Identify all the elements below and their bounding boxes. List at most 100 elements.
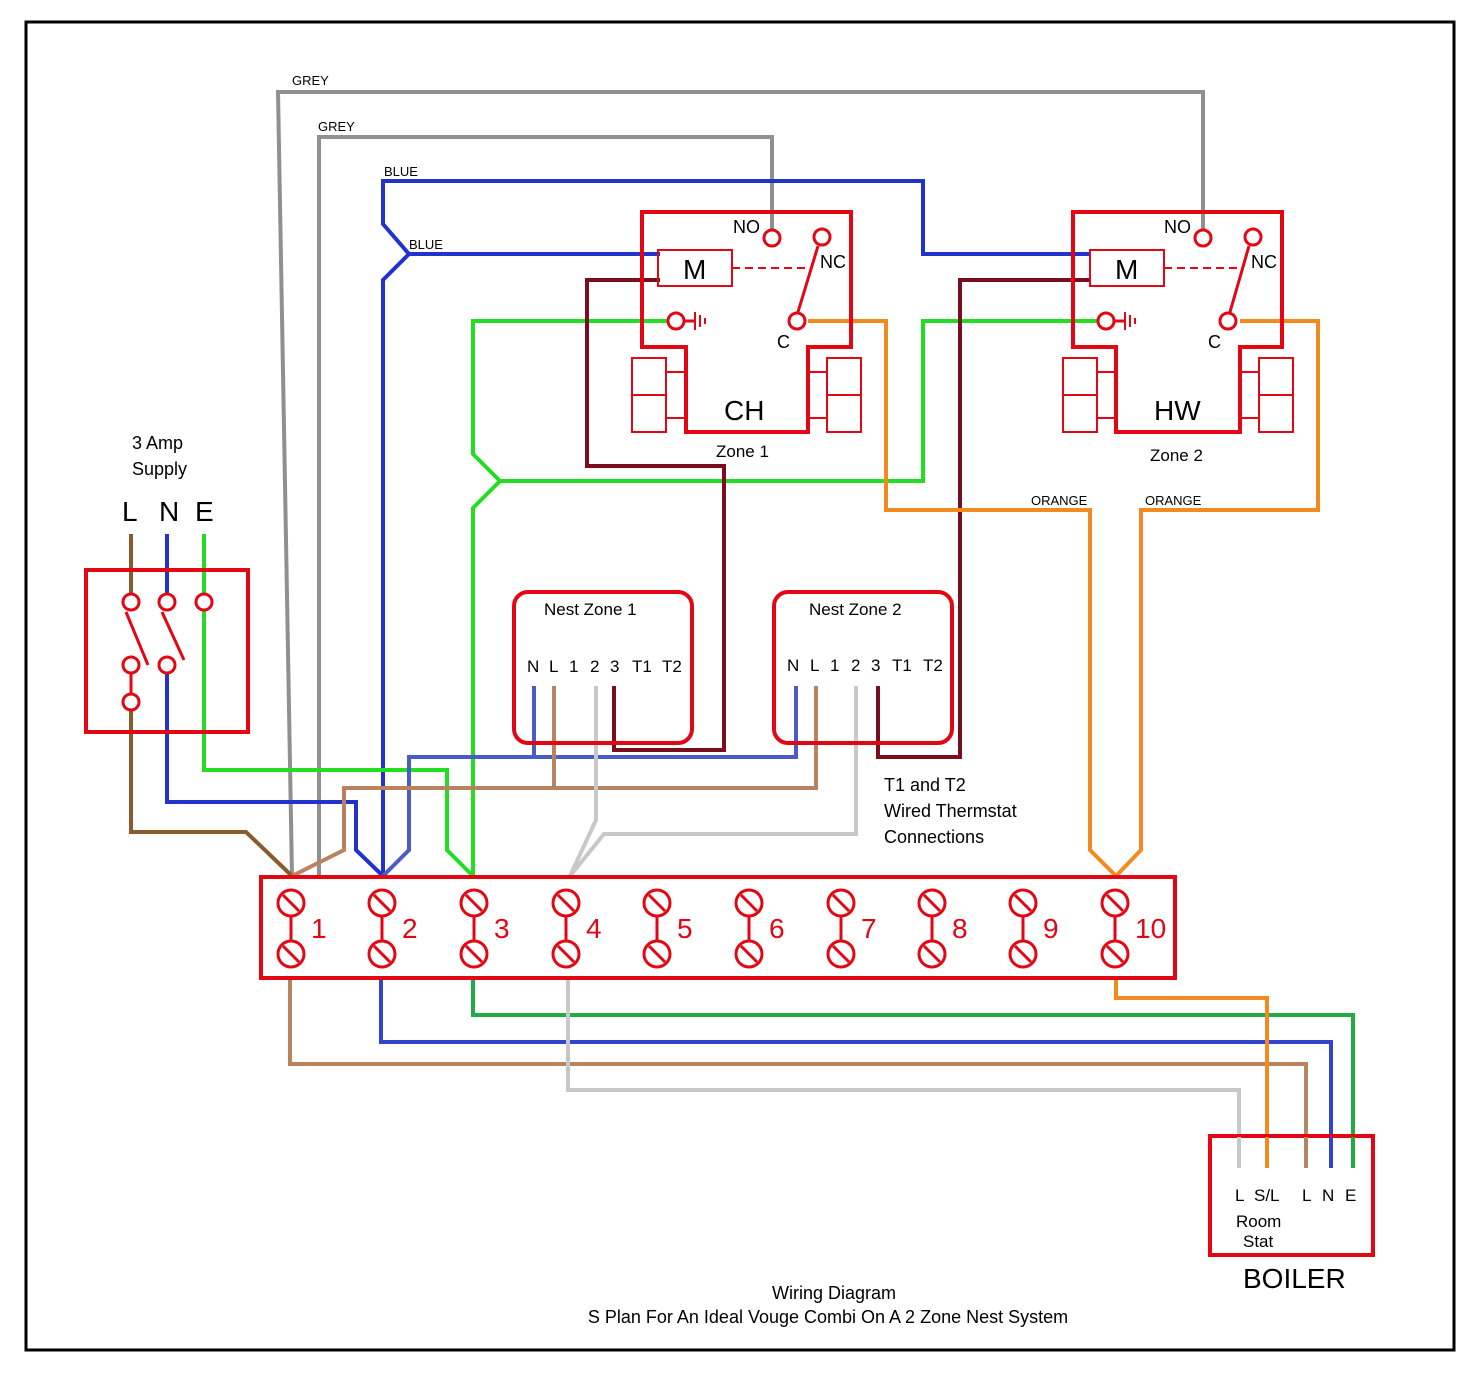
nest1-terminal: 2 bbox=[590, 657, 599, 676]
nest-zone-1-title: Nest Zone 1 bbox=[544, 600, 637, 619]
terminal-number: 8 bbox=[952, 913, 968, 944]
valve-ch-c: C bbox=[777, 332, 790, 352]
note-line1: T1 and T2 bbox=[884, 775, 966, 795]
terminal-4: 4 bbox=[551, 888, 602, 969]
valve-hw-no: NO bbox=[1164, 217, 1191, 237]
lightgrey-wire-boiler-roomstat bbox=[566, 980, 1241, 1168]
supply-terminal-e: E bbox=[195, 496, 214, 527]
orange-wire-hw-c bbox=[1114, 319, 1320, 878]
caption-line1: Wiring Diagram bbox=[772, 1283, 896, 1303]
valve-hw: M NO NC C HW Zone 2 bbox=[1062, 210, 1294, 465]
nest-zone-2: Nest Zone 2 N L 1 2 3 T1 T2 bbox=[772, 590, 954, 745]
wire-label-grey: GREY bbox=[292, 73, 329, 88]
terminal-number: 5 bbox=[677, 913, 693, 944]
lightgrey-wire-nest2-2 bbox=[568, 686, 858, 878]
boiler: L S/L L N E Room Stat BOILER bbox=[1208, 1134, 1375, 1294]
wire-label-grey: GREY bbox=[318, 119, 355, 134]
blue-wire-supply-out bbox=[165, 665, 385, 878]
terminal-3: 3 bbox=[459, 888, 510, 969]
boiler-roomstat-line1: Room bbox=[1236, 1212, 1281, 1231]
blue-wire-nest1-n bbox=[381, 686, 536, 878]
grey-wire-ch-no bbox=[317, 135, 774, 876]
terminal-2: 2 bbox=[367, 888, 418, 969]
nest2-terminal: 1 bbox=[830, 656, 839, 675]
wire-label-blue: BLUE bbox=[409, 237, 443, 252]
tan-wire-boiler-l bbox=[288, 980, 1308, 1168]
boiler-terminal: L bbox=[1235, 1186, 1244, 1205]
nest-zone-1: Nest Zone 1 N L 1 2 3 T1 T2 bbox=[512, 590, 694, 745]
valve-hw-zone: Zone 2 bbox=[1150, 446, 1203, 465]
boiler-terminal: E bbox=[1345, 1186, 1356, 1205]
green-wire-hw-earth bbox=[500, 319, 1110, 483]
wire-label-orange: ORANGE bbox=[1031, 493, 1088, 508]
nest2-terminal: T1 bbox=[892, 656, 912, 675]
maroon-wire-zone1 bbox=[585, 278, 726, 752]
nest2-terminal: L bbox=[810, 656, 819, 675]
valve-hw-c: C bbox=[1208, 332, 1221, 352]
earth-icon bbox=[666, 311, 686, 331]
supply-terminal-l: L bbox=[122, 496, 138, 527]
valve-hw-motor: M bbox=[1115, 254, 1138, 285]
blue-wire-nest2-n bbox=[534, 686, 798, 759]
terminal-number: 7 bbox=[861, 913, 877, 944]
blue-wire-boiler-n bbox=[379, 980, 1333, 1168]
lightgrey-wire-nest1-2 bbox=[568, 686, 598, 877]
wire-label-orange: ORANGE bbox=[1145, 493, 1202, 508]
nest2-terminal: T2 bbox=[923, 656, 943, 675]
terminal-number: 10 bbox=[1135, 913, 1166, 944]
valve-ch-name: CH bbox=[724, 395, 764, 426]
nest1-terminal: T1 bbox=[632, 657, 652, 676]
nest1-terminal: 3 bbox=[610, 657, 619, 676]
brown-wire-supply-out bbox=[129, 702, 294, 878]
terminal-number: 6 bbox=[769, 913, 785, 944]
valve-hw-nc: NC bbox=[1251, 252, 1277, 272]
nest1-terminal: L bbox=[549, 657, 558, 676]
boiler-terminal: L bbox=[1302, 1186, 1311, 1205]
green-wire-supply bbox=[202, 534, 475, 878]
green-wire-boiler-e bbox=[471, 980, 1355, 1168]
valve-ch-zone: Zone 1 bbox=[716, 442, 769, 461]
tan-wire-nest1-l bbox=[291, 686, 556, 878]
valve-ch-motor: M bbox=[683, 254, 706, 285]
note-line2: Wired Thermstat bbox=[884, 801, 1017, 821]
terminal-strip: 1 2 3 4 5 6 7 8 9 10 bbox=[259, 875, 1177, 980]
nest1-terminal: T2 bbox=[662, 657, 682, 676]
nest2-terminal: 3 bbox=[871, 656, 880, 675]
nest1-terminal: N bbox=[527, 657, 539, 676]
caption-line2: S Plan For An Ideal Vouge Combi On A 2 Z… bbox=[588, 1307, 1068, 1327]
earth-icon bbox=[1096, 311, 1116, 331]
terminal-number: 9 bbox=[1043, 913, 1059, 944]
maroon-wire-zone2 bbox=[876, 278, 1090, 759]
terminal-1: 1 bbox=[276, 888, 327, 969]
orange-wire-boiler-sl bbox=[1114, 980, 1269, 1168]
terminal-9: 9 bbox=[1008, 888, 1059, 969]
supply-box bbox=[84, 568, 250, 734]
fused-spur-supply: 3 Amp Supply L N E bbox=[84, 433, 250, 734]
nest2-terminal: N bbox=[787, 656, 799, 675]
boiler-terminal: N bbox=[1322, 1186, 1334, 1205]
blue-wire-hw-motor bbox=[381, 179, 1090, 876]
tan-wire-nest2-l bbox=[554, 686, 818, 790]
terminal-number: 3 bbox=[494, 913, 510, 944]
terminal-10: 10 bbox=[1100, 888, 1166, 969]
boiler-terminal: S/L bbox=[1254, 1186, 1280, 1205]
wire-label-blue: BLUE bbox=[384, 164, 418, 179]
terminal-7: 7 bbox=[826, 888, 877, 969]
terminal-number: 2 bbox=[402, 913, 418, 944]
nest-zone-2-title: Nest Zone 2 bbox=[809, 600, 902, 619]
grey-wire-hw-no bbox=[275, 90, 1205, 877]
orange-wire-ch-c bbox=[808, 319, 1118, 878]
note-line3: Connections bbox=[884, 827, 984, 847]
supply-title-line2: Supply bbox=[132, 459, 187, 479]
terminal-5: 5 bbox=[642, 888, 693, 969]
terminal-number: 4 bbox=[586, 913, 602, 944]
outer-frame bbox=[24, 20, 1456, 1352]
supply-terminal-n: N bbox=[159, 496, 179, 527]
nest2-terminal: 2 bbox=[851, 656, 860, 675]
valve-ch: M NO NC C CH Zone 1 bbox=[631, 210, 862, 461]
boiler-roomstat-line2: Stat bbox=[1243, 1232, 1274, 1251]
valve-ch-no: NO bbox=[733, 217, 760, 237]
boiler-title: BOILER bbox=[1243, 1263, 1346, 1294]
terminal-6: 6 bbox=[734, 888, 785, 969]
